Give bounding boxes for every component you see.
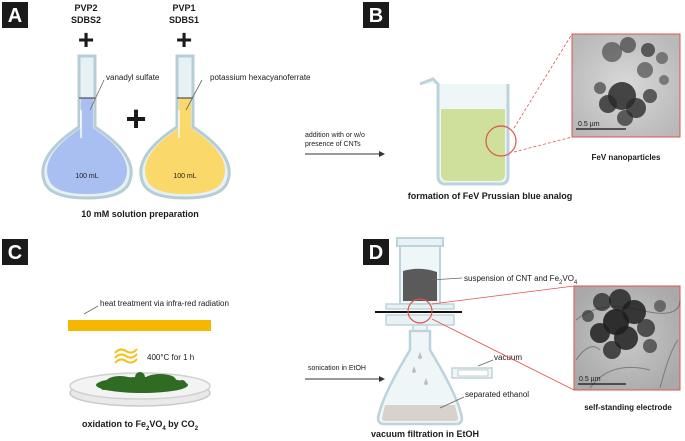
panel-b-arrow-label-2: presence of CNTs: [305, 141, 361, 148]
suspension-label: suspension of CNT and Fe2VO4: [464, 274, 578, 286]
flask1-volume: 100 mL: [75, 173, 98, 180]
lamp-label: heat treatment via infra-red radiation: [100, 299, 229, 308]
flask2-polymer: PVP1: [172, 3, 195, 13]
tem-b-scale-label: 0.5 µm: [578, 121, 600, 128]
panel-d-caption: vacuum filtration in EtOH: [371, 429, 479, 439]
panel-a-letter: A: [8, 5, 22, 27]
panel-a-badge: [2, 2, 28, 28]
tem-b-caption: FeV nanoparticles: [592, 153, 661, 162]
mix-plus: +: [125, 98, 146, 139]
flask1-reagent: vanadyl sulfate: [106, 73, 160, 82]
panel-a-caption: 10 mM solution preparation: [81, 209, 199, 219]
flask1-polymer: PVP2: [74, 3, 97, 13]
tem-image-fev: 0.5 µm: [571, 33, 681, 138]
panel-b-letter: B: [369, 5, 383, 27]
panel-c: C heat treatment via infra-red radiation…: [2, 239, 229, 432]
beaker-highlight-circle: [485, 125, 517, 157]
panel-a: A PVP2 SDBS2 + PVP1 SDBS1 + 100 mL vanad…: [2, 2, 311, 219]
flask1-plus: +: [78, 24, 94, 55]
panel-d-letter: D: [369, 242, 383, 264]
panel-c-letter: C: [8, 242, 22, 264]
tem-d-caption: self-standing electrode: [584, 403, 672, 412]
panel-c-caption: oxidation to Fe2VO4 by CO2: [82, 419, 199, 432]
panel-d-arrow-label: sonication in EtOH: [308, 365, 366, 372]
panel-b-arrowhead: [379, 151, 385, 157]
vacuum-filtration-apparatus: [375, 237, 493, 426]
flask1-surfactant: SDBS2: [71, 15, 101, 25]
heat-waves: [114, 348, 138, 364]
flask2-plus: +: [176, 24, 192, 55]
tem-d-scale-label: 0.5 µm: [579, 376, 601, 383]
membrane-highlight-circle: [407, 298, 433, 324]
panel-d-badge: [363, 239, 389, 265]
tem-image-electrode: 0.5 µm: [573, 285, 681, 391]
flask2-volume: 100 mL: [173, 173, 196, 180]
panel-b: B addition with or w/o presence of CNTs: [305, 2, 681, 201]
ethanol-label: separated ethanol: [465, 390, 529, 399]
panel-b-badge: [363, 2, 389, 28]
panel-b-caption: formation of FeV Prussian blue analog: [408, 191, 573, 201]
green-powder: [96, 372, 188, 393]
panel-b-arrow-label-1: addition with or w/o: [305, 132, 365, 139]
beaker: [419, 77, 517, 186]
panel-d: D sonication in EtOH: [305, 237, 681, 439]
volumetric-flask-yellow: 100 mL: [139, 54, 231, 200]
volumetric-flask-blue: 100 mL: [41, 54, 133, 200]
flask2-surfactant: SDBS1: [169, 15, 199, 25]
infrared-lamp: [68, 320, 211, 331]
heat-condition: 400°C for 1 h: [147, 353, 194, 362]
panel-d-arrowhead: [379, 376, 385, 382]
panel-c-badge: [2, 239, 28, 265]
flask2-reagent: potassium hexacyanoferrate: [210, 73, 311, 82]
